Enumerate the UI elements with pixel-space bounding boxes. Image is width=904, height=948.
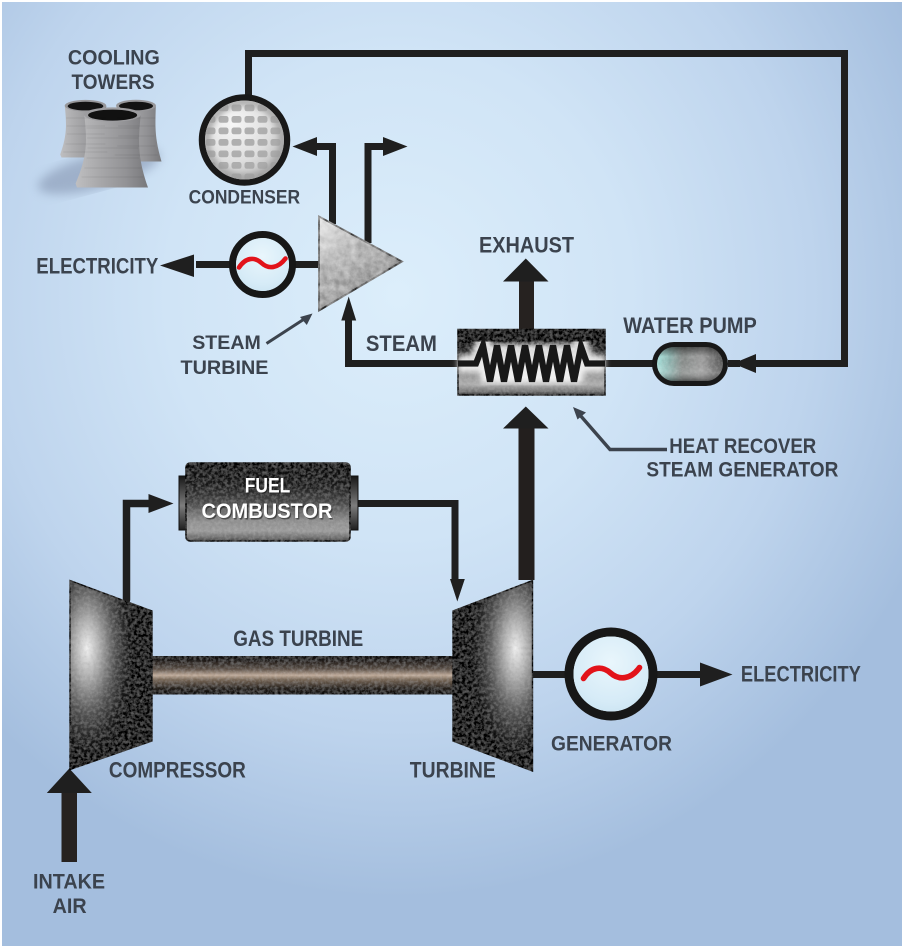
svg-text:STEAM GENERATOR: STEAM GENERATOR — [646, 458, 838, 482]
svg-text:COMBUSTOR: COMBUSTOR — [202, 499, 333, 523]
svg-text:COOLING: COOLING — [68, 46, 160, 70]
svg-text:FUEL: FUEL — [245, 474, 291, 498]
svg-text:HEAT RECOVER: HEAT RECOVER — [669, 434, 816, 458]
svg-text:WATER PUMP: WATER PUMP — [623, 313, 757, 338]
svg-text:STEAM: STEAM — [192, 332, 261, 354]
svg-text:AIR: AIR — [53, 894, 87, 918]
svg-text:INTAKE: INTAKE — [33, 870, 105, 894]
svg-text:TURBINE: TURBINE — [181, 357, 269, 379]
svg-text:ELECTRICITY: ELECTRICITY — [36, 254, 158, 279]
svg-text:GAS TURBINE: GAS TURBINE — [233, 626, 363, 651]
svg-text:CONDENSER: CONDENSER — [189, 187, 301, 209]
svg-text:COMBUSTOR: COMBUSTOR — [203, 500, 334, 524]
svg-text:STEAM: STEAM — [366, 331, 437, 356]
svg-text:FUEL: FUEL — [246, 475, 292, 499]
svg-text:TOWERS: TOWERS — [72, 70, 155, 94]
svg-text:COMPRESSOR: COMPRESSOR — [109, 758, 246, 783]
svg-text:GENERATOR: GENERATOR — [551, 732, 672, 756]
svg-text:ELECTRICITY: ELECTRICITY — [741, 662, 861, 687]
svg-text:TURBINE: TURBINE — [410, 758, 496, 783]
svg-text:EXHAUST: EXHAUST — [479, 233, 574, 258]
